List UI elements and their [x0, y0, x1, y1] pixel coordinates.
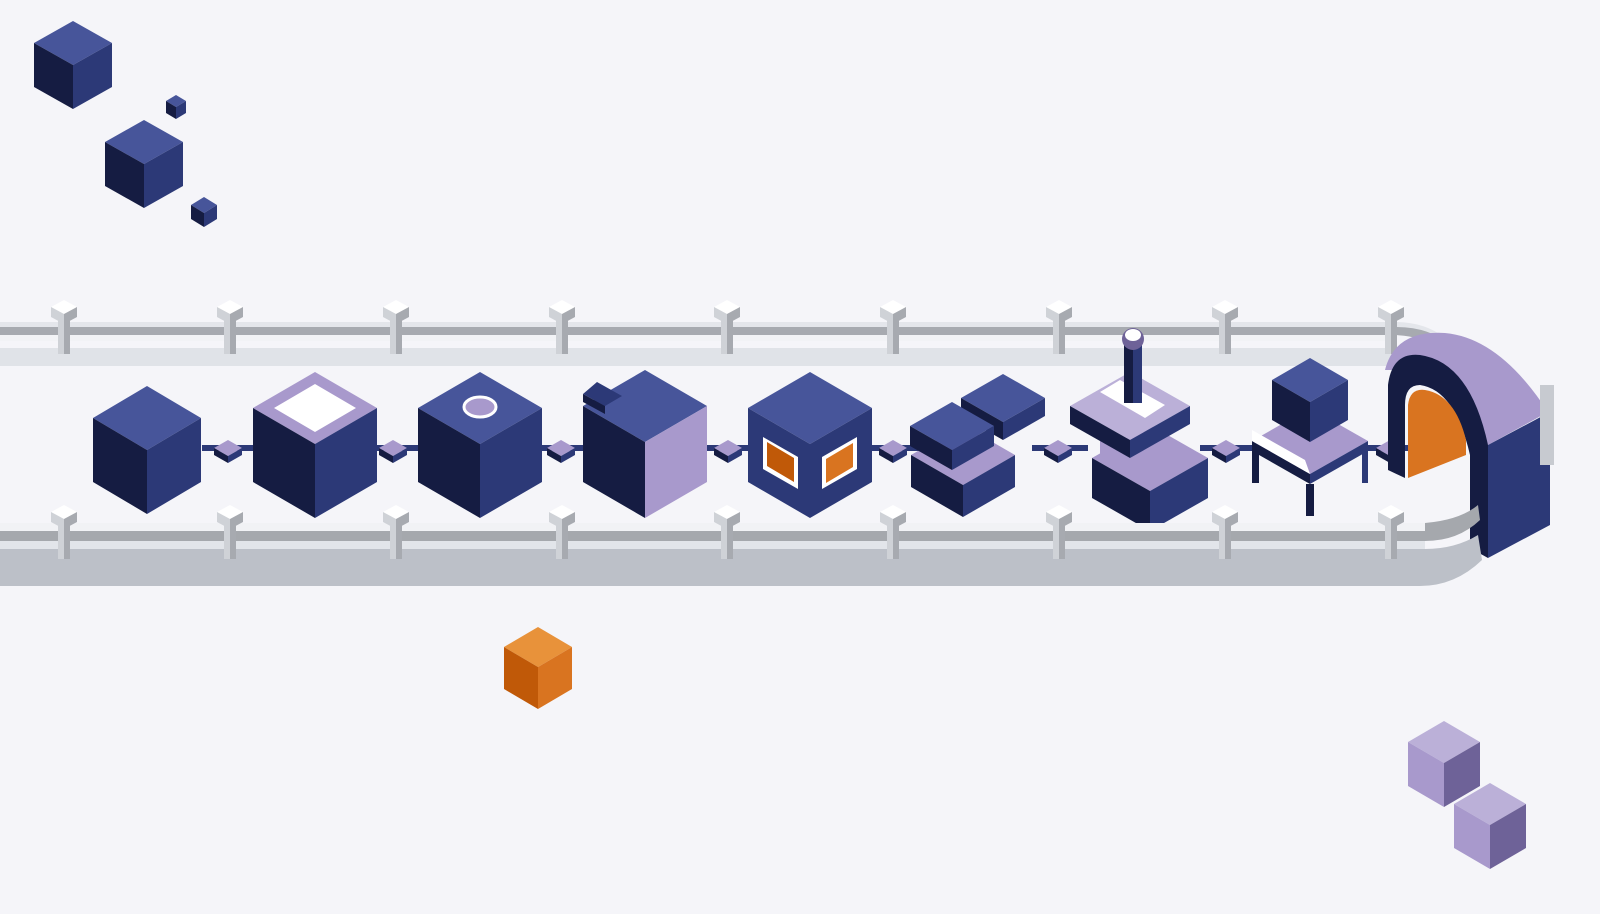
floating-cube-navy-medium: [105, 120, 183, 208]
arch-tunnel: [1385, 332, 1554, 558]
floating-cube-navy-large: [34, 21, 112, 109]
back-rail-posts: [51, 300, 1404, 354]
floating-cubes: [34, 21, 1526, 869]
floating-cube-orange: [504, 627, 572, 709]
stage-cube-with-circle: [418, 372, 542, 518]
floating-cube-navy-tiny: [166, 95, 186, 119]
floating-cube-lavender-upper: [1408, 721, 1480, 807]
stage-press-with-piston: [1070, 328, 1208, 531]
stage-cube-with-windows: [748, 372, 872, 518]
conveyor-front-rail: [0, 505, 1482, 586]
floating-cube-lavender-lower: [1454, 783, 1526, 869]
conveyor-back-rail: [0, 300, 1450, 366]
stage-stepped-blocks: [910, 374, 1045, 517]
stage-notched-cube: [583, 370, 707, 518]
floating-cube-navy-small: [191, 197, 217, 227]
stage-cube-with-frame: [253, 372, 377, 518]
pipeline-stages: [93, 328, 1368, 531]
front-rail-posts: [51, 505, 1404, 559]
stage-plain-cube: [93, 386, 201, 514]
stage-cube-on-table: [1252, 358, 1368, 516]
